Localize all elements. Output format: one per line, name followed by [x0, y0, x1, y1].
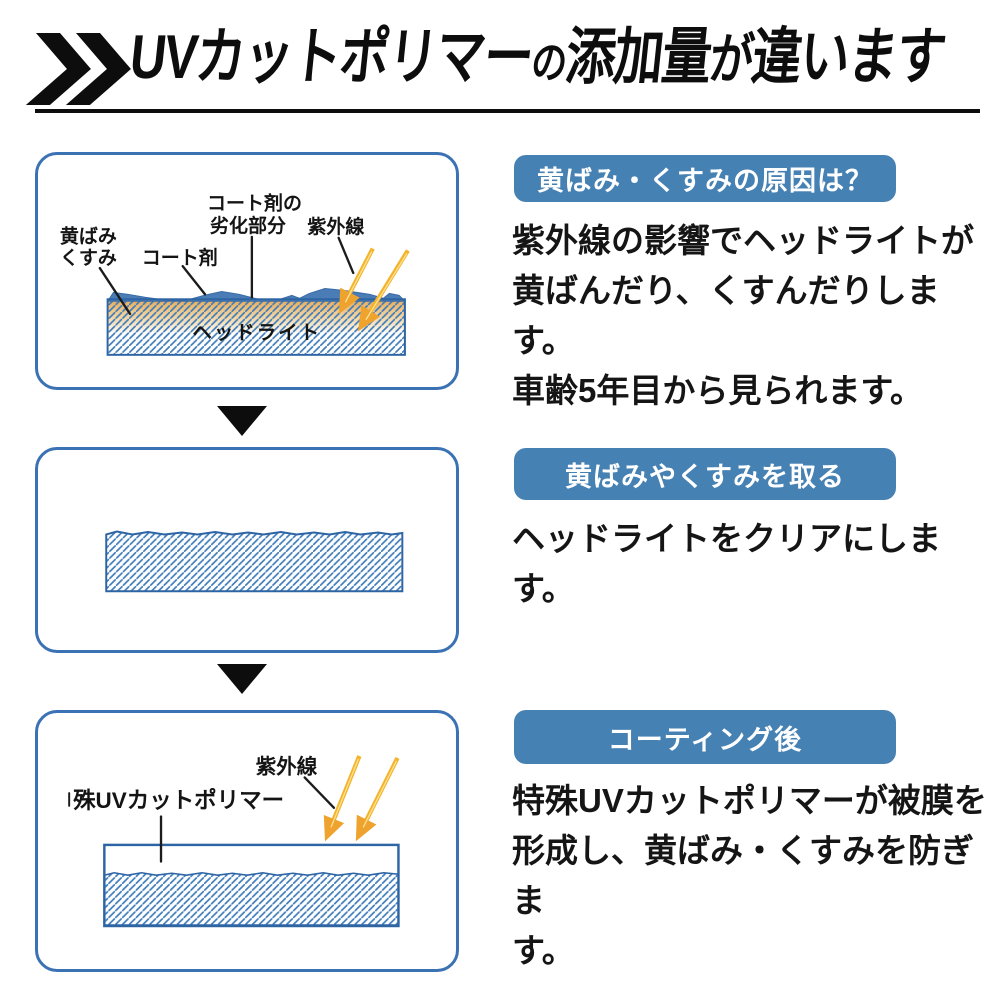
- title-part: が: [706, 29, 756, 90]
- clean-headlight-diagram: [105, 530, 404, 593]
- uv-ray-arrows: [323, 755, 400, 842]
- headlight-hatched-body: [103, 871, 400, 926]
- label-uv-polymer: 殊UVカットポリマー: [73, 787, 284, 813]
- step3-description-line: す。: [512, 932, 575, 969]
- label-yellowing-line2: くすみ: [60, 247, 117, 269]
- step2-description-line: ヘッドライトをクリアにします。: [512, 520, 941, 607]
- step1-description-line: 黄ばんだり、くすんだりします。: [512, 272, 940, 359]
- step2-heading-label: 黄ばみやくすみを取る: [565, 461, 845, 492]
- label-coat-agent: コート剤: [142, 246, 218, 269]
- leader-lines: [98, 235, 355, 316]
- step3-description: 特殊UVカットポリマーが被膜を 形成し、黄ばみ・くすみを防ぎま す。: [512, 776, 998, 976]
- step1-heading-pill: 黄ばみ・くすみの原因は？: [514, 155, 896, 202]
- step1-description-line: 車齢5年目から見られます。: [512, 372, 924, 409]
- step3-heading-pill: コーティング後: [514, 710, 896, 764]
- step1-diagram-panel: ヘッドライト 黄ばみ くすみ コート剤 コート剤の 劣化部分 紫外線: [35, 152, 459, 390]
- title-part: 添加量: [562, 23, 714, 92]
- label-uv-rays: 紫外線: [256, 755, 318, 779]
- label-yellowing-line1: 黄ばみ: [60, 225, 117, 248]
- label-headlight: ヘッドライト: [192, 322, 321, 344]
- step1-description: 紫外線の影響でヘッドライトが 黄ばんだり、くすんだりします。 車齢5年目から見ら…: [512, 216, 998, 416]
- down-arrow-icon: [217, 406, 267, 436]
- step3-heading-label: コーティング後: [607, 724, 803, 755]
- title-part: UVカットポリマー: [126, 23, 536, 92]
- title-part: 違います: [748, 23, 948, 92]
- step2-heading-pill: 黄ばみやくすみを取る: [514, 448, 896, 500]
- uv-ray-arrows: [338, 247, 410, 332]
- down-arrow-icon: [217, 664, 267, 694]
- step1-description-line: 紫外線の影響でヘッドライトが: [512, 222, 974, 259]
- step3-diagram-panel: 紫外線 殊UVカットポリマー: [35, 710, 459, 972]
- headlight-cross-section: [103, 843, 400, 928]
- label-degraded-line2: 劣化部分: [210, 214, 286, 237]
- step3-description-line: 特殊UVカットポリマーが被膜を: [512, 782, 987, 819]
- title-part: の: [528, 39, 569, 88]
- degraded-headlight-diagram: ヘッドライト 黄ばみ くすみ コート剤 コート剤の 劣化部分 紫外線: [60, 192, 410, 356]
- step2-description: ヘッドライトをクリアにします。: [512, 514, 998, 614]
- double-chevron-icon: [26, 33, 131, 105]
- label-degraded-line1: コート剤の: [207, 192, 302, 215]
- label-uv-rays: 紫外線: [307, 215, 364, 238]
- header-rule: [35, 109, 980, 113]
- step3-description-line: 形成し、黄ばみ・くすみを防ぎま: [512, 832, 974, 919]
- step2-diagram-panel: [35, 447, 459, 653]
- leader-lines: [68, 776, 336, 863]
- page-title: UVカットポリマーの添加量が違います: [125, 18, 948, 104]
- step1-heading-label: 黄ばみ・くすみの原因は？: [537, 166, 873, 196]
- headlight-cross-section: [105, 530, 404, 593]
- coated-headlight-diagram: 紫外線 殊UVカットポリマー: [68, 755, 400, 928]
- headlight-cross-section: ヘッドライト: [106, 288, 407, 356]
